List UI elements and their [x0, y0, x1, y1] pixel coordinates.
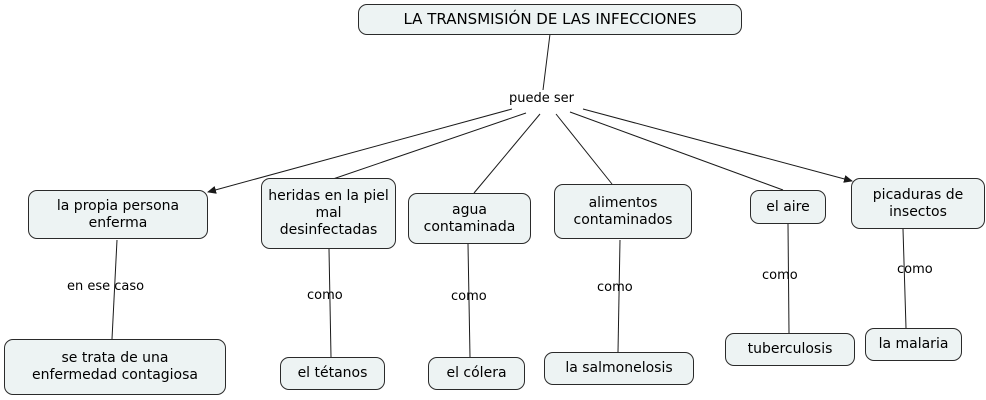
- concept-el-colera[interactable]: el cólera: [428, 357, 525, 390]
- concept-la-salmonelosis[interactable]: la salmonelosis: [544, 352, 694, 385]
- edge-to-concept-5: [569, 111, 784, 191]
- linking-phrase-como-4[interactable]: como: [762, 268, 798, 283]
- concept-tuberculosis[interactable]: tuberculosis: [725, 333, 855, 366]
- edge-concept-5-to-example: [787, 223, 790, 334]
- concept-picaduras-de-insectos[interactable]: picaduras de insectos: [851, 178, 985, 229]
- linking-phrase-como-2[interactable]: como: [451, 289, 487, 304]
- concept-alimentos-contaminados[interactable]: alimentos contaminados: [554, 184, 692, 239]
- linking-phrase-en-ese-caso[interactable]: en ese caso: [67, 279, 145, 294]
- concept-heridas-piel-mal-desinfectadas[interactable]: heridas en la piel mal desinfectadas: [261, 178, 396, 249]
- concept-el-aire[interactable]: el aire: [750, 190, 826, 224]
- edge-concept-6-to-example: [902, 228, 907, 329]
- concept-root-transmision-infecciones[interactable]: LA TRANSMISIÓN DE LAS INFECCIONES: [358, 4, 742, 35]
- edge-root-to-linking-phrase: [542, 33, 551, 91]
- concept-el-tetanos[interactable]: el tétanos: [280, 357, 385, 390]
- edge-to-concept-1: [207, 108, 513, 194]
- concept-la-malaria[interactable]: la malaria: [865, 328, 962, 361]
- edge-concept-1-to-example: [111, 239, 118, 340]
- concept-enfermedad-contagiosa[interactable]: se trata de una enfermedad contagiosa: [4, 339, 226, 395]
- edge-to-concept-3: [473, 113, 541, 194]
- edge-concept-2-to-example: [328, 248, 332, 358]
- edge-to-concept-4: [555, 113, 613, 185]
- concept-la-propia-persona-enferma[interactable]: la propia persona enferma: [28, 190, 208, 239]
- linking-phrase-como-3[interactable]: como: [597, 280, 633, 295]
- linking-phrase-puede-ser[interactable]: puede ser: [509, 91, 574, 106]
- edge-to-concept-6: [582, 108, 853, 183]
- concept-agua-contaminada[interactable]: agua contaminada: [408, 193, 531, 244]
- linking-phrase-como-1[interactable]: como: [307, 288, 343, 303]
- edge-to-concept-2: [332, 112, 527, 180]
- edge-concept-4-to-example: [617, 239, 621, 353]
- edge-concept-3-to-example: [467, 243, 471, 358]
- linking-phrase-como-5[interactable]: como: [897, 262, 933, 277]
